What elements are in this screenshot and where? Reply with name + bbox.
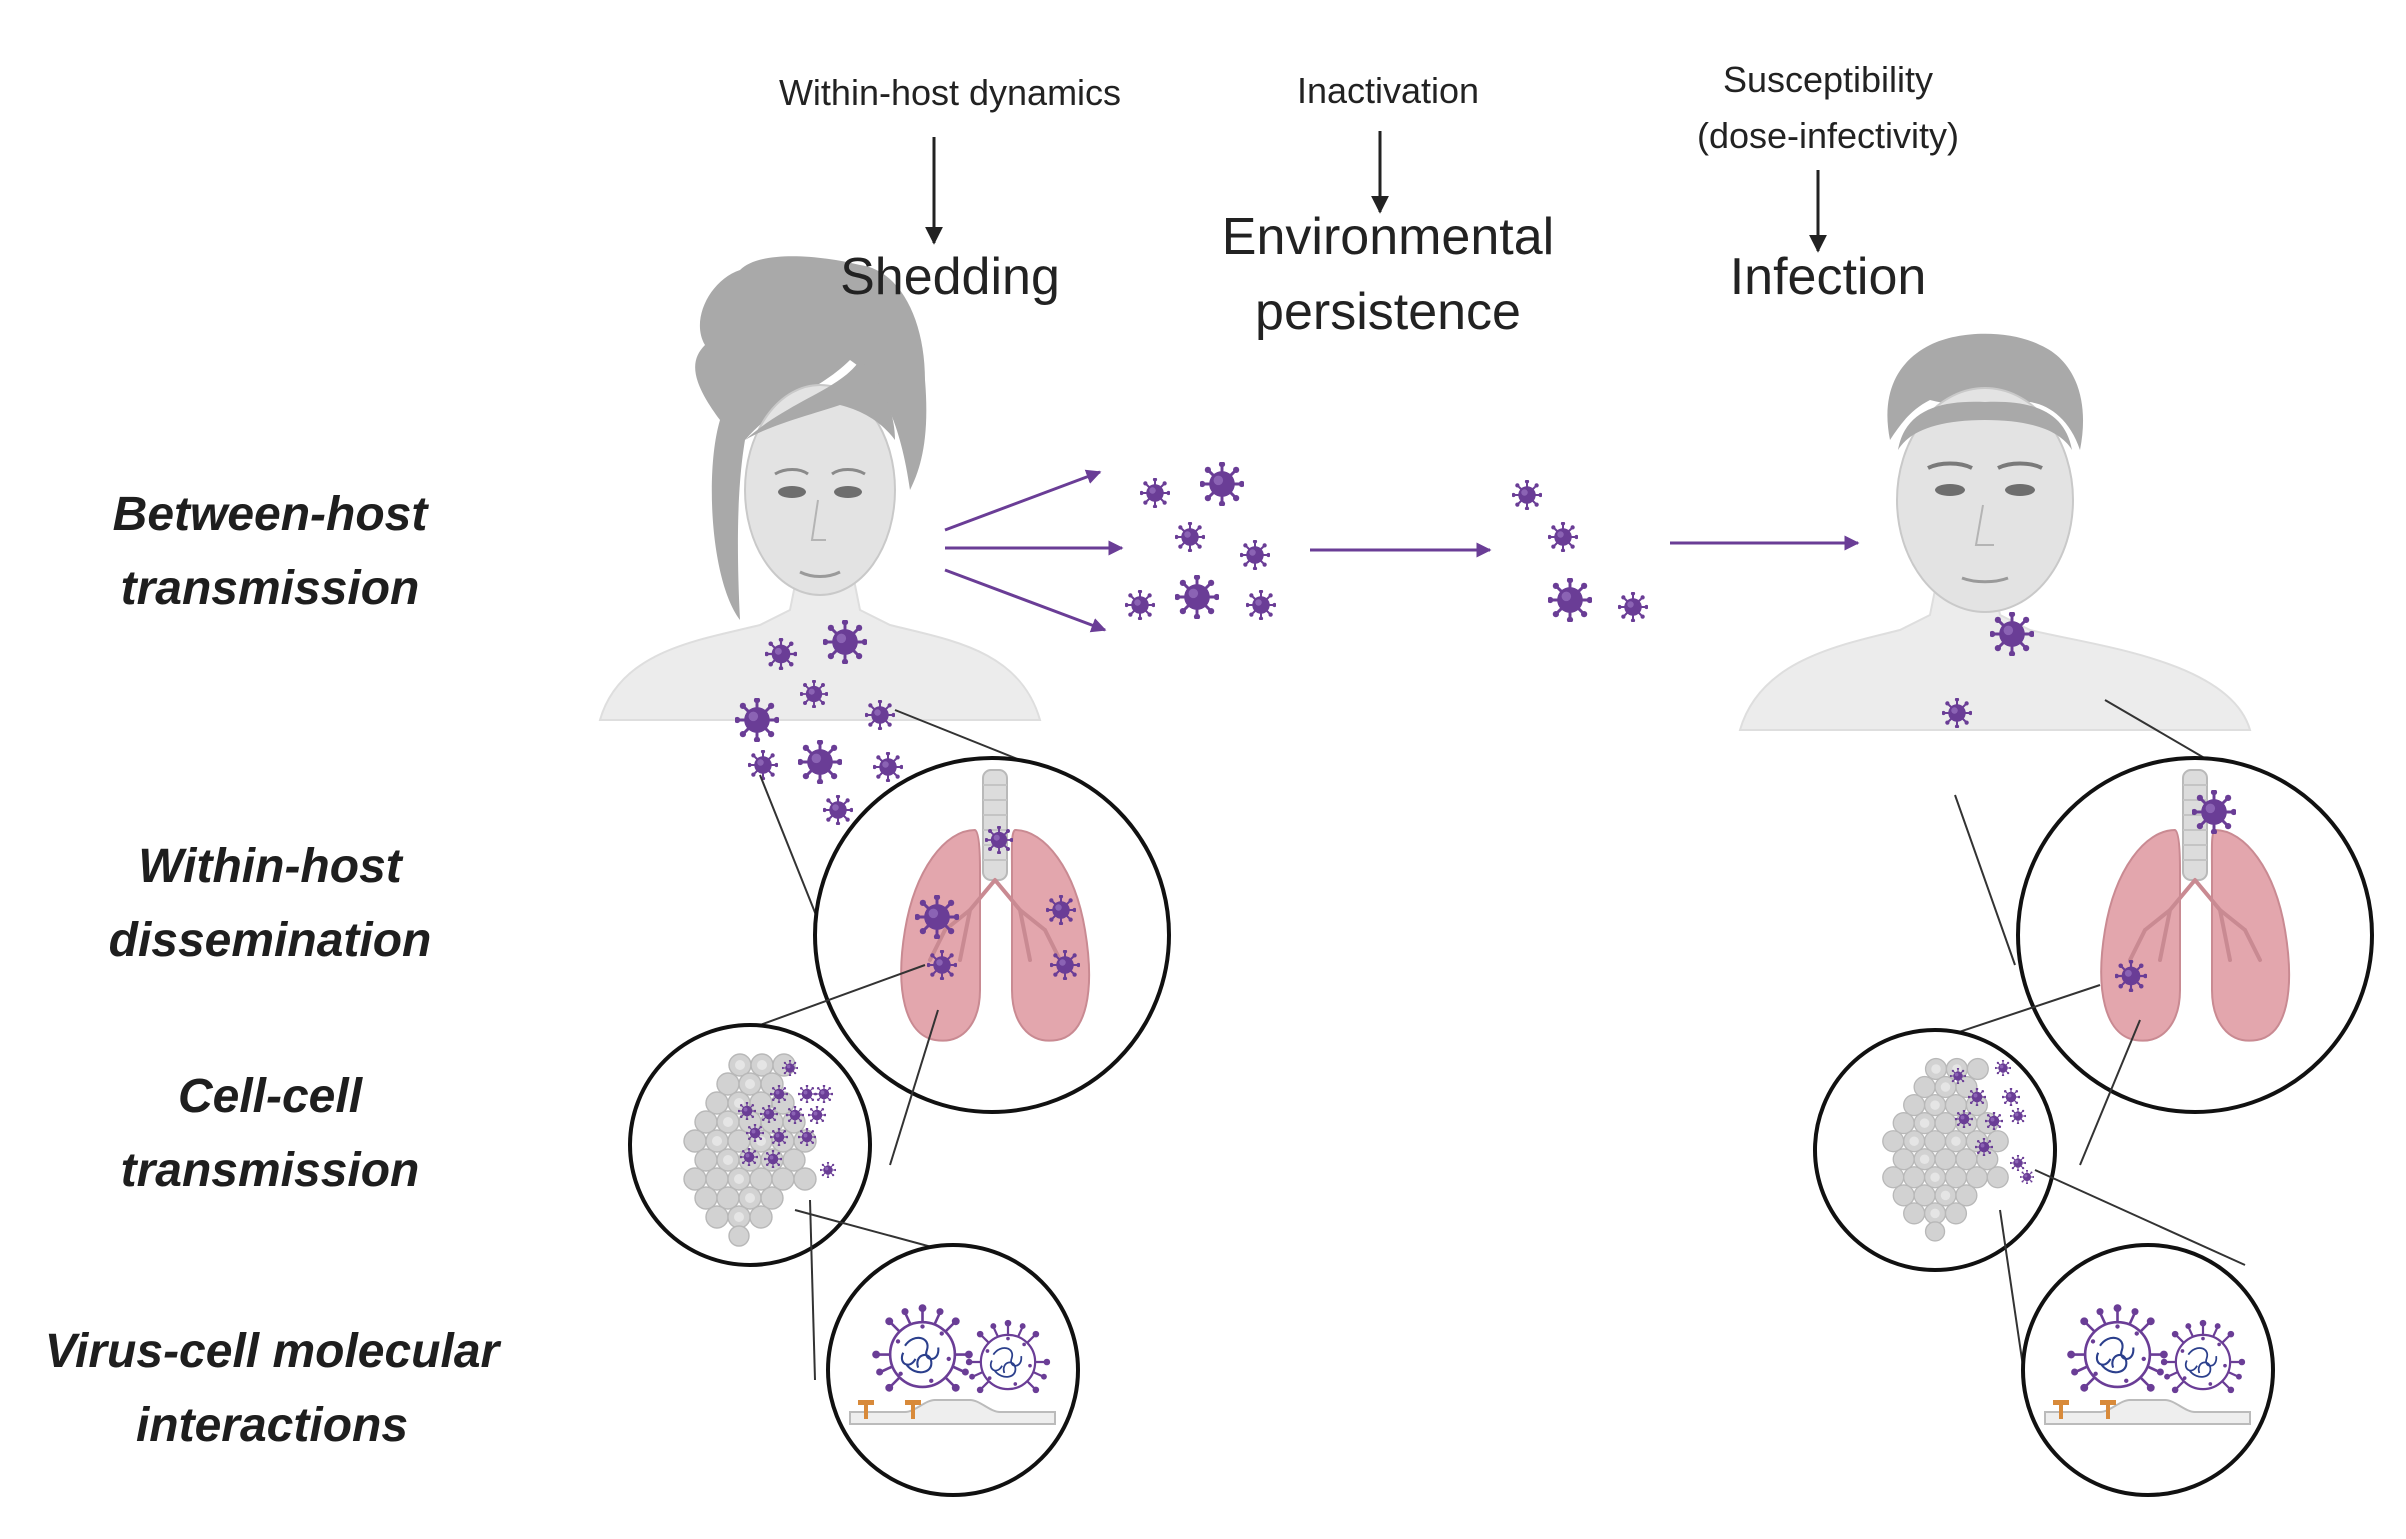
airborne-viruses [1125, 462, 1648, 622]
between-host-line-1: Between-host [112, 488, 428, 541]
host-2-man [1738, 333, 2252, 731]
virus-cell-line-1: Virus-cell molecular [44, 1325, 500, 1378]
between-host-line-2: transmission [120, 562, 420, 616]
virus-cell-molecular-interactions-label: Virus-cell molecular interactions [45, 1315, 499, 1464]
host-1-zoom-levels [628, 709, 1171, 1497]
within-host-dissemination-label: Within-host dissemination [109, 830, 432, 979]
within-host-dynamics-label: Within-host dynamics [778, 72, 1122, 113]
shedding-label: Shedding [840, 248, 1060, 306]
environmental-line-2: persistence [1255, 283, 1521, 342]
susceptibility-label: Susceptibility (dose-infectivity) [1697, 52, 1959, 164]
between-host-transmission-label: Between-host transmission [113, 478, 428, 627]
cell-cell-line-1: Cell-cell [177, 1070, 363, 1123]
host-2-zoom-levels [1813, 699, 2374, 1497]
susceptibility-line-1: Susceptibility [1722, 59, 1934, 100]
inactivation-label: Inactivation [1296, 70, 1480, 111]
virus-cell-line-2: interactions [135, 1399, 409, 1453]
environmental-line-1: Environmental [1221, 208, 1555, 266]
cell-cell-line-2: transmission [120, 1144, 420, 1198]
infection-label: Infection [1729, 248, 1927, 306]
within-host-line-1: Within-host [138, 840, 402, 893]
susceptibility-line-2: (dose-infectivity) [1696, 114, 1960, 156]
host-1-woman [598, 256, 1042, 721]
environmental-persistence-label: Environmental persistence [1222, 200, 1554, 351]
cell-cell-transmission-label: Cell-cell transmission [121, 1060, 420, 1209]
within-host-line-2: dissemination [108, 914, 432, 968]
shedding-arrows [944, 469, 1860, 633]
